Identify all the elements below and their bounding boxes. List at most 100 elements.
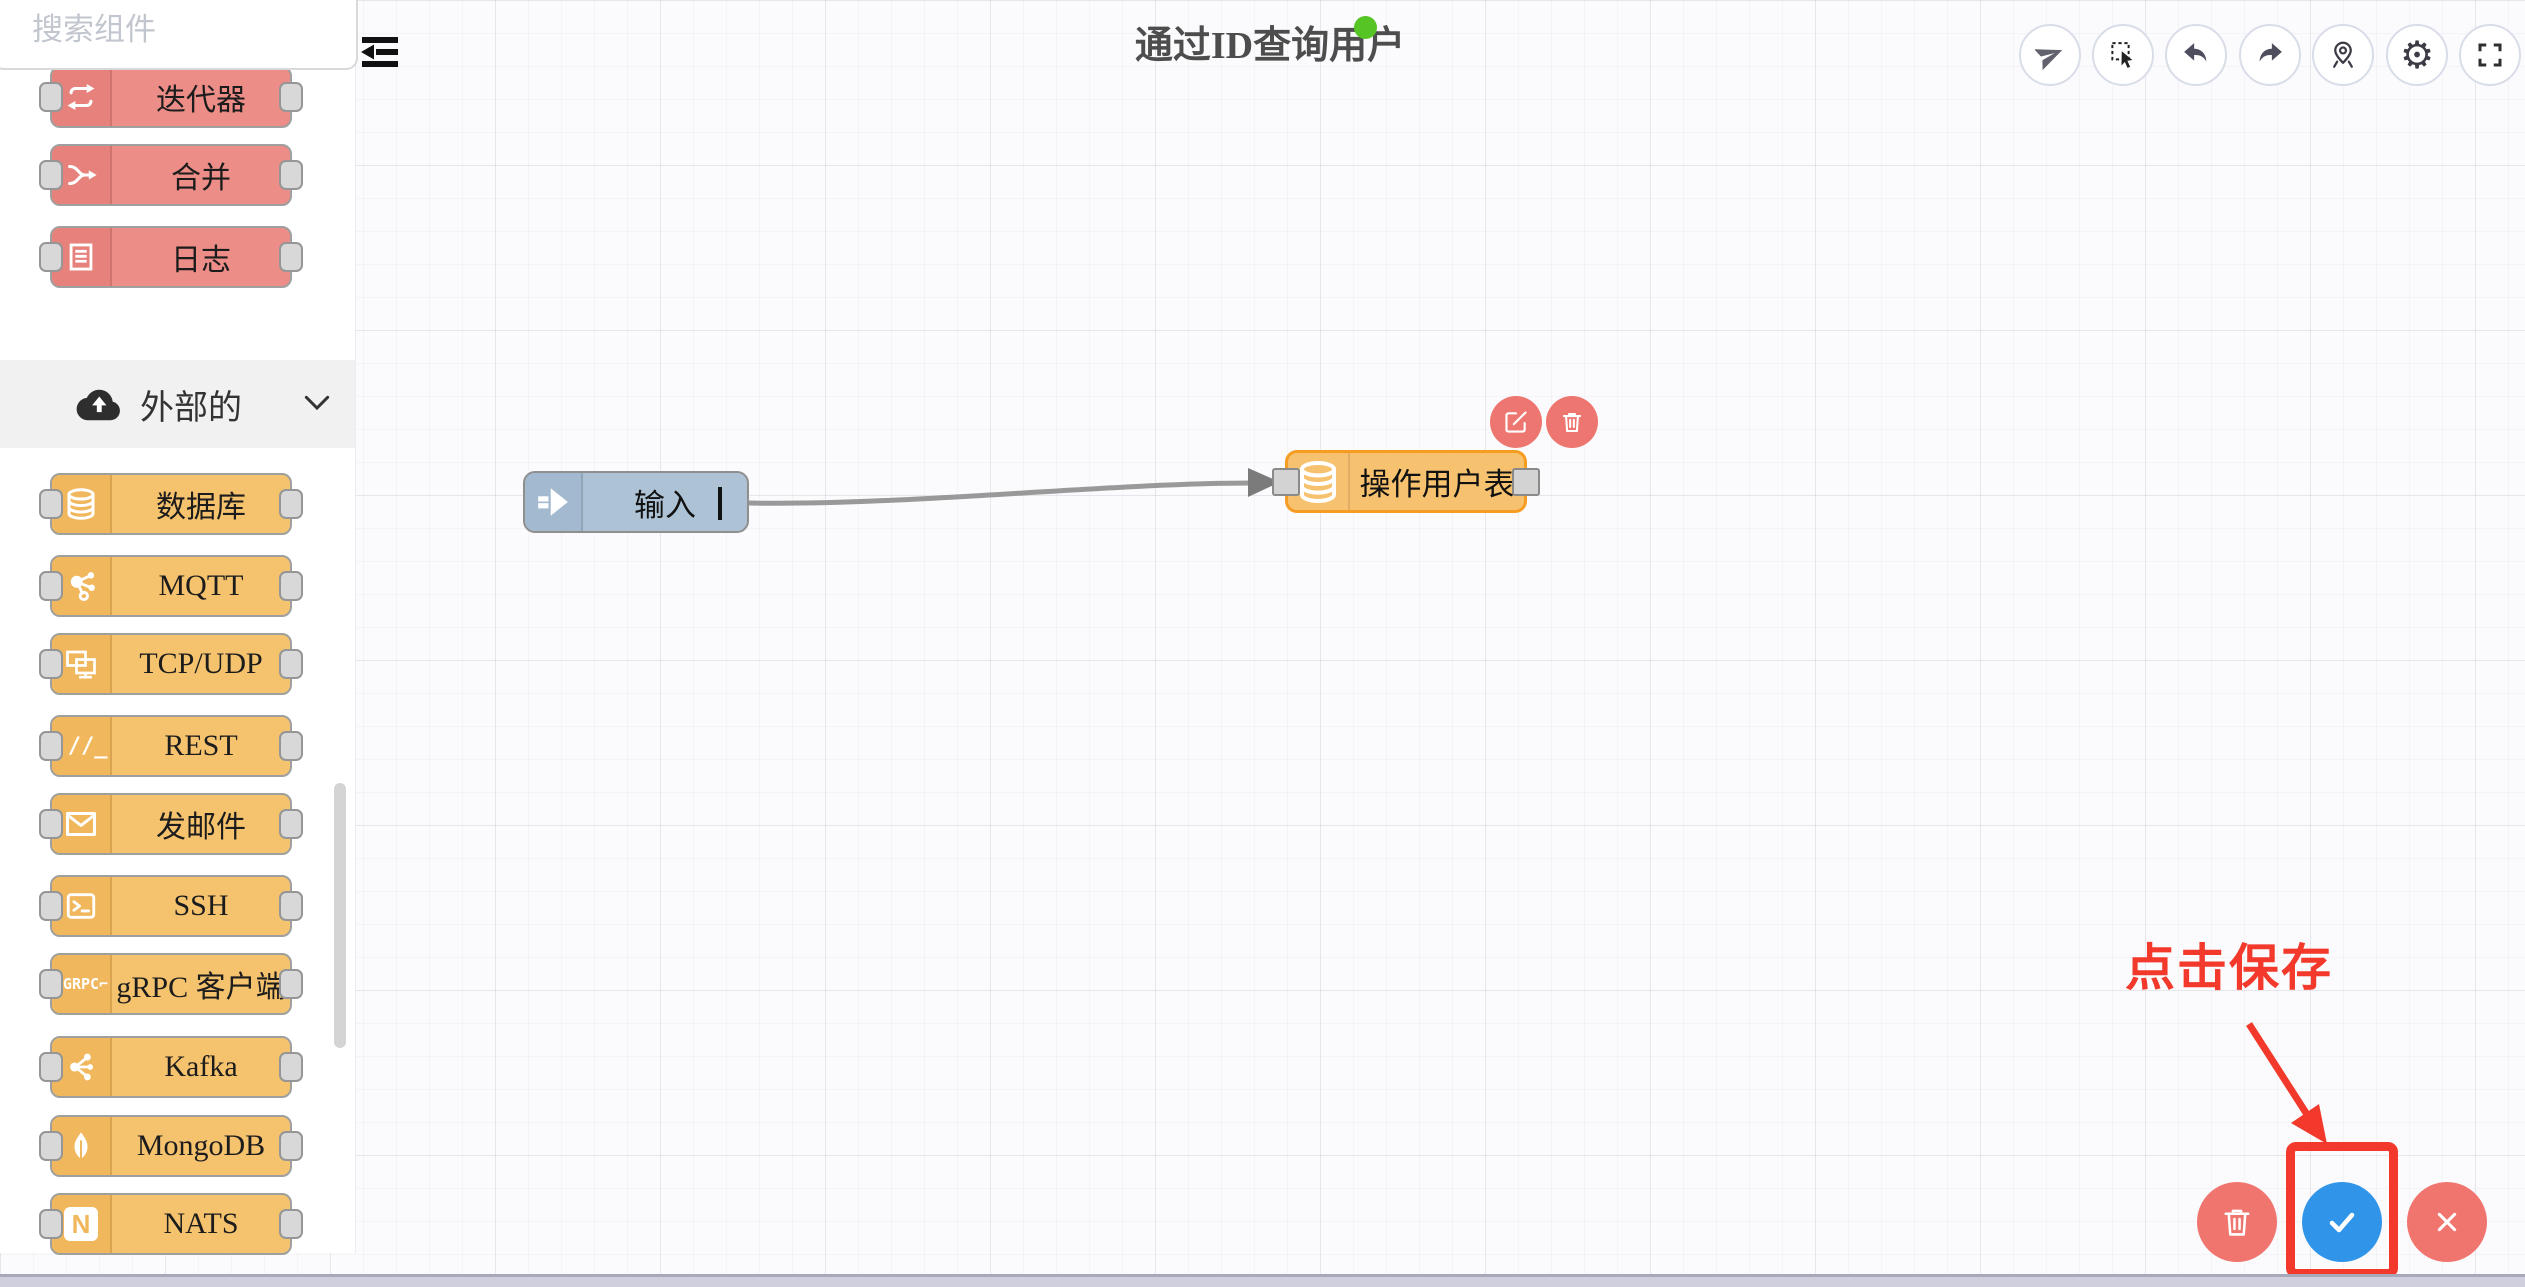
port-right[interactable] [279, 160, 303, 190]
palette-item-merge[interactable]: 合并 [39, 144, 303, 206]
palette-item-mongodb[interactable]: MongoDB [39, 1115, 303, 1177]
grpc-icon: ⌐GRPC⌐ [53, 975, 109, 993]
node-input-icon-cell [525, 473, 583, 531]
redo-icon [2259, 43, 2282, 62]
palette-item-iterator[interactable]: 迭代器 [39, 66, 303, 128]
rest-icon: ://_ [54, 733, 108, 759]
undo-button[interactable] [2165, 24, 2227, 86]
palette-item-label: 发邮件 [156, 811, 246, 844]
trash-icon [2224, 1209, 2250, 1236]
node-port-out[interactable] [1512, 467, 1540, 496]
node-input[interactable]: 输入 [523, 471, 749, 533]
palette-item-label: 迭代器 [156, 84, 246, 117]
node-edit-button[interactable] [1490, 396, 1542, 448]
group-header-external[interactable]: 外部的 [0, 360, 355, 448]
cancel-button[interactable] [2407, 1182, 2487, 1262]
port-left[interactable] [39, 489, 63, 519]
collapse-sidebar-button[interactable] [356, 28, 404, 76]
port-right[interactable] [279, 1131, 303, 1161]
palette-item-label: 合并 [171, 162, 231, 195]
port-right[interactable] [279, 809, 303, 839]
port-left[interactable] [39, 731, 63, 761]
save-button[interactable] [2302, 1182, 2382, 1262]
palette-item-mqtt[interactable]: MQTT [39, 555, 303, 617]
palette-item-nats[interactable]: N NATS [39, 1193, 303, 1255]
port-left[interactable] [39, 1209, 63, 1239]
edit-icon [1505, 411, 1527, 433]
ssh-icon [66, 893, 96, 919]
palette-item-tcp-udp[interactable]: TCP/UDP [39, 633, 303, 695]
settings-button[interactable]: ⚙ [2386, 24, 2448, 86]
gear-icon: ⚙ [2399, 33, 2435, 77]
node-label: 输入 [634, 487, 696, 523]
palette-item-label: MQTT [158, 569, 244, 602]
palette-item-label: 数据库 [156, 491, 246, 524]
paper-plane-icon [2035, 49, 2063, 70]
port-right[interactable] [279, 489, 303, 519]
horizontal-scrollbar[interactable] [0, 1274, 2525, 1287]
palette-item-grpc[interactable]: ⌐GRPC⌐ gRPC 客户端 [39, 953, 303, 1015]
merge-icon [68, 164, 97, 186]
port-right[interactable] [279, 1209, 303, 1239]
node-label: 操作用户表 [1359, 467, 1515, 502]
palette-item-label: 日志 [171, 244, 231, 277]
port-left[interactable] [39, 1052, 63, 1082]
port-left[interactable] [39, 160, 63, 190]
close-icon [2437, 1212, 2457, 1232]
marquee-select-button[interactable] [2092, 24, 2154, 86]
port-left[interactable] [39, 82, 63, 112]
port-right[interactable] [279, 82, 303, 112]
port-right[interactable] [279, 649, 303, 679]
fullscreen-icon [2478, 43, 2502, 67]
port-left[interactable] [39, 969, 63, 999]
redo-button[interactable] [2239, 24, 2301, 86]
cloud-upload-icon [76, 389, 120, 421]
database-icon [1300, 460, 1336, 503]
node-db-icon-cell [1288, 453, 1350, 510]
palette-item-mail[interactable]: 发邮件 [39, 793, 303, 855]
node-operate-user-table[interactable]: 操作用户表 [1272, 450, 1540, 513]
node-port-in[interactable] [1272, 467, 1300, 496]
nats-icon: N [64, 1207, 98, 1241]
database-icon [67, 488, 95, 520]
palette-item-label: gRPC 客户端 [116, 971, 286, 1004]
status-dot [1354, 16, 1377, 39]
port-right[interactable] [279, 242, 303, 272]
mongodb-icon [74, 1132, 88, 1160]
palette-item-ssh[interactable]: SSH [39, 875, 303, 937]
undo-icon [2184, 43, 2207, 62]
annotation-text: 点击保存 [2125, 940, 2333, 996]
port-left[interactable] [39, 242, 63, 272]
group-label: 外部的 [140, 388, 242, 427]
port-left[interactable] [39, 891, 63, 921]
sidebar-scrollbar[interactable] [334, 783, 346, 1048]
palette-item-kafka[interactable]: Kafka [39, 1036, 303, 1098]
palette-item-log[interactable]: 日志 [39, 226, 303, 288]
palette-item-label: REST [164, 729, 238, 762]
palette-item-label: SSH [173, 889, 229, 922]
palette-item-label: TCP/UDP [139, 647, 263, 680]
location-pin-icon [2333, 41, 2353, 68]
port-left[interactable] [39, 1131, 63, 1161]
palette-item-rest[interactable]: ://_ REST [39, 715, 303, 777]
palette-item-label: NATS [163, 1207, 239, 1240]
port-right[interactable] [279, 571, 303, 601]
port-left[interactable] [39, 571, 63, 601]
delete-flow-button[interactable] [2197, 1182, 2277, 1262]
port-right[interactable] [279, 969, 303, 999]
port-left[interactable] [39, 809, 63, 839]
locate-button[interactable] [2312, 24, 2374, 86]
port-left[interactable] [39, 649, 63, 679]
node-delete-button[interactable] [1546, 396, 1598, 448]
fullscreen-button[interactable] [2459, 24, 2521, 86]
log-icon [69, 243, 93, 271]
iterator-icon [67, 83, 95, 111]
port-right[interactable] [279, 731, 303, 761]
palette-item-database[interactable]: 数据库 [39, 473, 303, 535]
palette-item-label: Kafka [164, 1050, 238, 1083]
port-right[interactable] [279, 891, 303, 921]
deploy-button[interactable] [2019, 24, 2081, 86]
port-right[interactable] [279, 1052, 303, 1082]
mail-icon [66, 812, 96, 836]
